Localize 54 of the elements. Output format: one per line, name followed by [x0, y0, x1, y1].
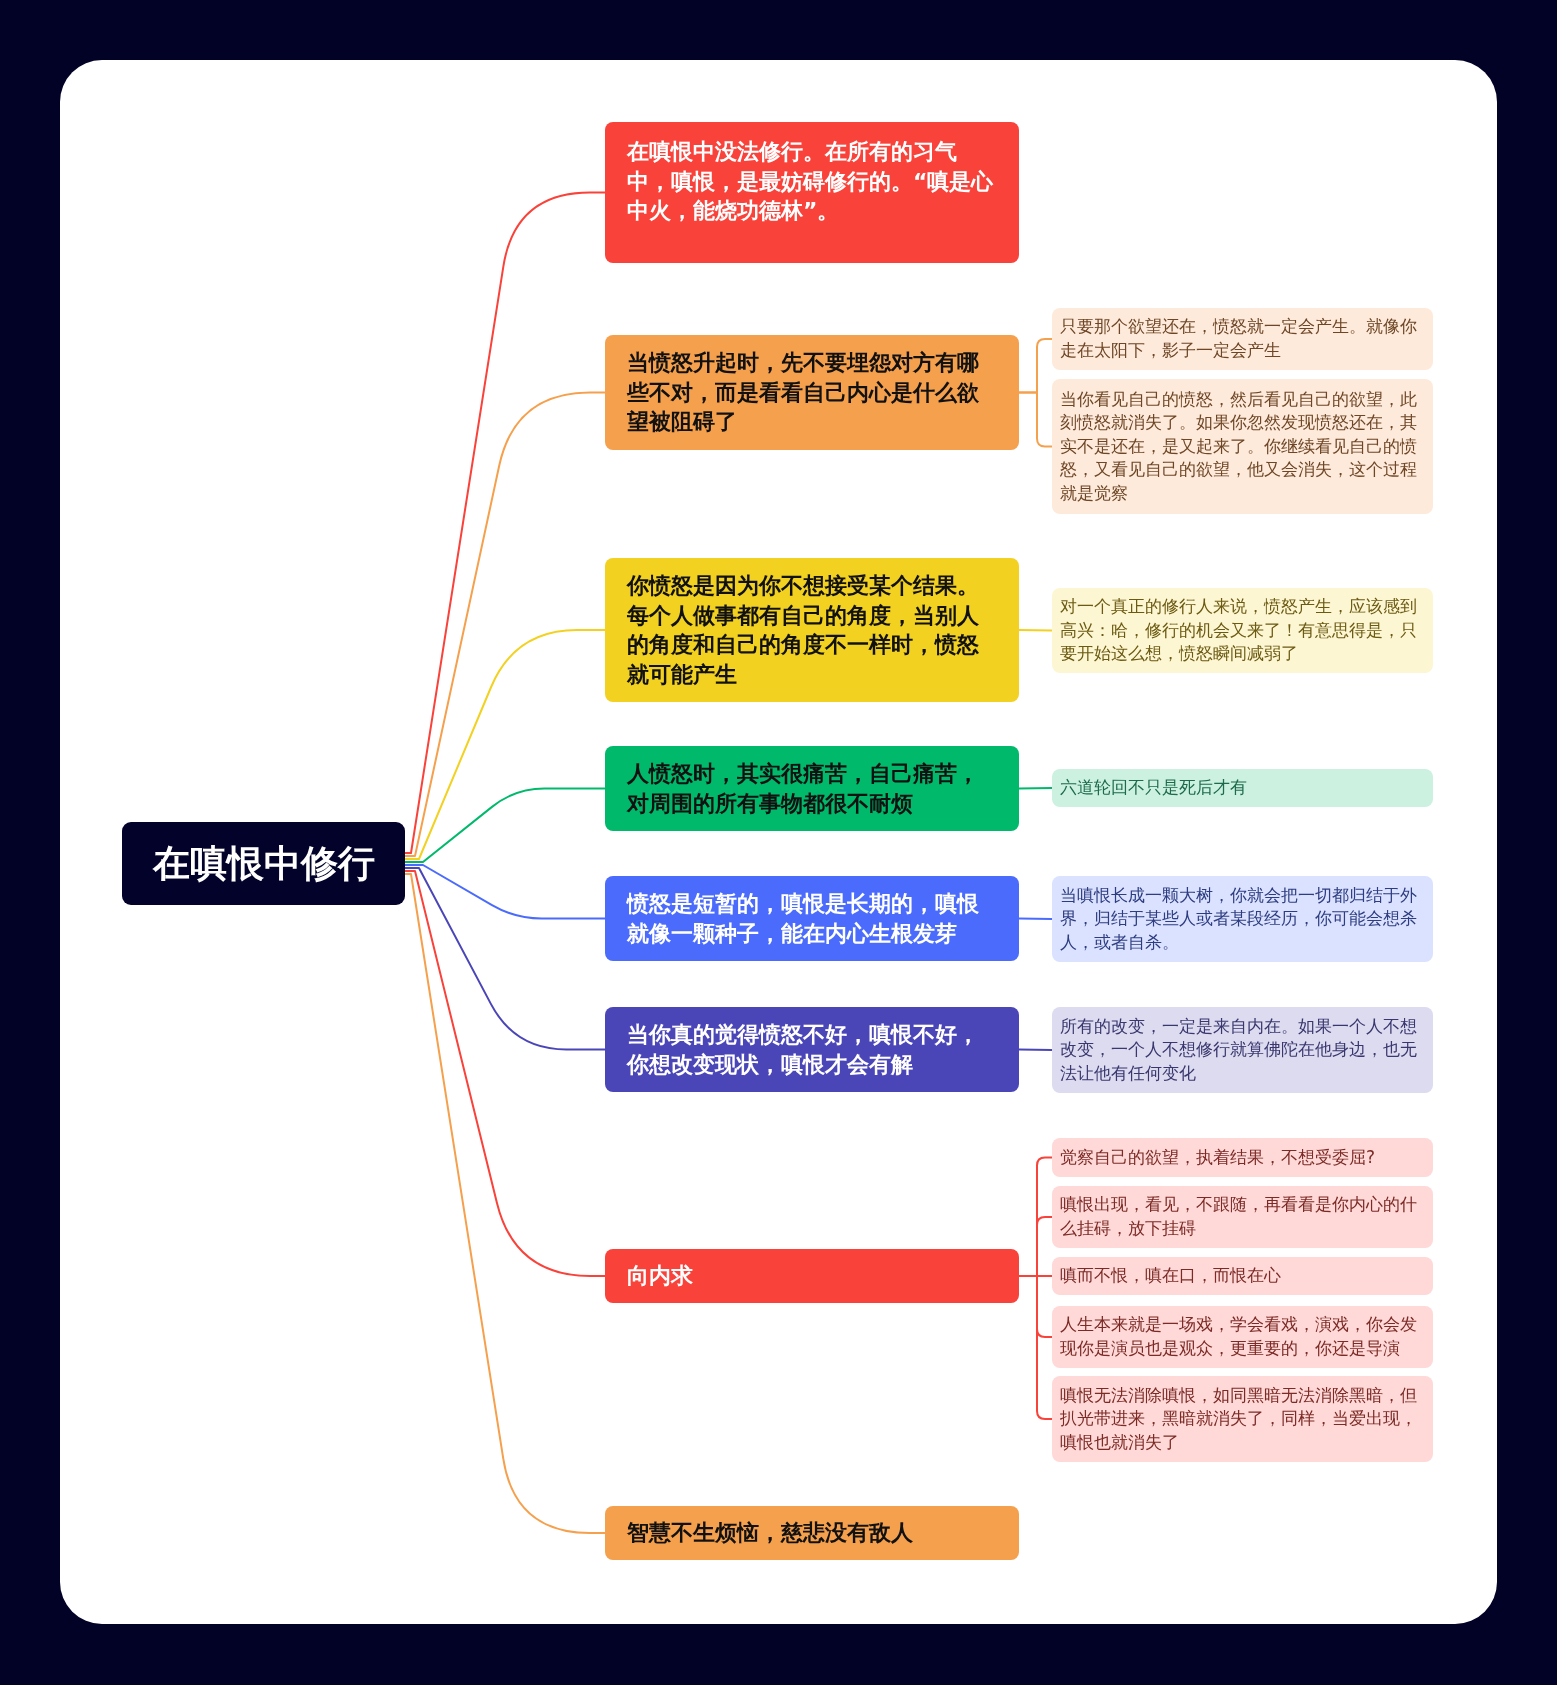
subtopic-text: 嗔恨无法消除嗔恨，如同黑暗无法消除黑暗，但扒光带进来，黑暗就消失了，同样，当爱出现，嗔恨也就消失了 — [1060, 1383, 1418, 1454]
topic-text: 当愤怒升起时，先不要埋怨对方有哪些不对，而是看看自己内心是什么欲望被阻碍了 — [627, 349, 980, 437]
subtopic-text: 嗔恨出现，看见，不跟随，再看看是你内心的什么挂碍，放下挂碍 — [1060, 1193, 1418, 1240]
subtopic-text: 觉察自己的欲望，执着结果，不想受委屈? — [1060, 1145, 1377, 1169]
subtopic-text: 对一个真正的修行人来说，愤怒产生，应该感到高兴：哈，修行的机会又来了！有意思得是，只要开始这么想，愤怒瞬间减弱了 — [1060, 595, 1418, 666]
branch-line — [404, 391, 606, 857]
topic-box — [605, 122, 1019, 263]
branch-line — [1018, 1275, 1053, 1420]
branch-line — [404, 629, 606, 860]
branch-line — [404, 873, 606, 1534]
central-topic-box — [122, 822, 405, 905]
subtopic-box — [1052, 876, 1433, 962]
topic-text: 向内求 — [627, 1262, 694, 1291]
topic-text: 人愤怒时，其实很痛苦，自己痛苦，对周围的所有事物都很不耐烦 — [627, 760, 980, 818]
central-topic-text: 在嗔恨中修行 — [152, 841, 375, 886]
branch-line — [404, 191, 606, 854]
topic-box — [605, 746, 1019, 831]
branch-line — [404, 864, 606, 920]
branch-line — [1018, 391, 1053, 448]
branch-line — [1018, 787, 1053, 790]
subtopic-box — [1052, 769, 1433, 807]
branch-line — [1018, 1048, 1053, 1051]
subtopic-box — [1052, 1257, 1433, 1295]
topic-box — [605, 1249, 1019, 1303]
subtopic-box — [1052, 1306, 1433, 1368]
topic-text: 在嗔恨中没法修行。在所有的习气中，嗔恨，是最妨碍修行的。“嗔是心中火，能烧功德林”。 — [627, 138, 995, 225]
subtopic-box — [1052, 1007, 1433, 1093]
subtopic-box — [1052, 308, 1433, 370]
topic-box — [605, 1007, 1019, 1092]
subtopic-text: 嗔而不恨，嗔在口，而恨在心 — [1060, 1264, 1282, 1288]
topic-box — [605, 876, 1019, 961]
branch-line — [404, 787, 606, 863]
topic-text: 智慧不生烦恼，慈悲没有敌人 — [627, 1519, 914, 1548]
subtopic-text: 当你看见自己的愤怒，然后看见自己的欲望，此刻愤怒就消失了。如果你忽然发现愤怒还在，其实不是还在，是又起来了。你继续看见自己的愤怒，又看见自己的欲望，他又会消失，这个过程就是觉察 — [1060, 387, 1418, 505]
subtopic-box — [1052, 1138, 1433, 1177]
topic-box — [605, 558, 1019, 702]
subtopic-box — [1052, 588, 1433, 673]
branch-line — [404, 867, 606, 1051]
branch-line — [1018, 917, 1053, 920]
branch-line — [404, 870, 606, 1277]
subtopic-text: 只要那个欲望还在，愤怒就一定会产生。就像你走在太阳下，影子一定会产生 — [1060, 315, 1418, 362]
subtopic-box — [1052, 1186, 1433, 1248]
topic-box — [605, 335, 1019, 450]
topic-text: 当你真的觉得愤怒不好，嗔恨不好，你想改变现状，嗔恨才会有解 — [627, 1021, 980, 1079]
subtopic-text: 当嗔恨长成一颗大树，你就会把一切都归结于外界，归结于某些人或者某段经历，你可能会想杀人，或者自杀。 — [1060, 883, 1418, 954]
subtopic-text: 所有的改变，一定是来自内在。如果一个人不想改变，一个人不想修行就算佛陀在他身边，也无法让他有任何变化 — [1060, 1014, 1418, 1085]
subtopic-box — [1052, 1376, 1433, 1462]
subtopic-text: 人生本来就是一场戏，学会看戏，演戏，你会发现你是演员也是观众，更重要的，你还是导演 — [1060, 1313, 1418, 1360]
subtopic-box — [1052, 379, 1433, 514]
topic-text: 你愤怒是因为你不想接受某个结果。每个人做事都有自己的角度，当别人的角度和自己的角度不一样时，愤怒就可能产生 — [627, 572, 980, 689]
topic-box — [605, 1506, 1019, 1560]
subtopic-text: 六道轮回不只是死后才有 — [1060, 776, 1248, 800]
topic-text: 愤怒是短暂的，嗔恨是长期的，嗔恨就像一颗种子，能在内心生根发芽 — [627, 890, 980, 948]
branch-line — [1018, 629, 1053, 632]
